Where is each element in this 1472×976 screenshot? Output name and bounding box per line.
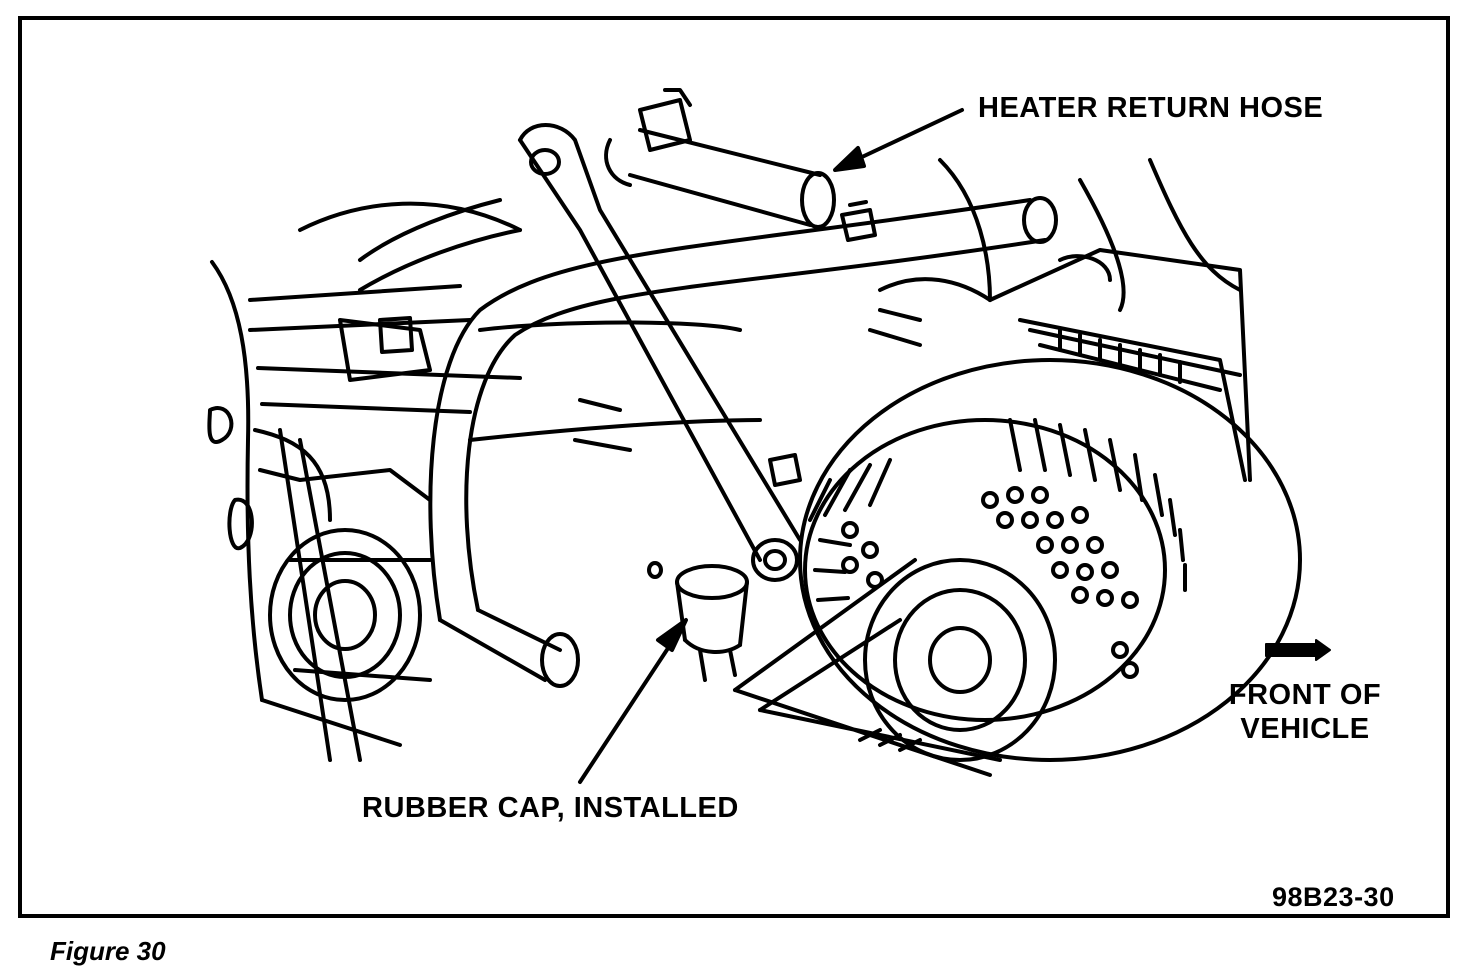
figure-frame <box>18 16 1450 918</box>
rubber-cap-label: RUBBER CAP, INSTALLED <box>362 792 739 824</box>
crank-pulley <box>268 528 432 702</box>
rubber-cap-arrowhead <box>656 618 688 652</box>
figure-caption: Figure 30 <box>50 936 166 966</box>
hose-bundle <box>338 198 762 452</box>
background-engine-details <box>868 158 1242 347</box>
heater-return-hose <box>604 88 836 229</box>
engine-block <box>207 201 522 762</box>
front-of-vehicle-line1: FRONT OF <box>1228 679 1382 711</box>
front-of-vehicle-line2: VEHICLE <box>1240 713 1370 745</box>
heater-return-hose-label: HEATER RETURN HOSE <box>978 92 1324 124</box>
center-bolt <box>768 200 877 487</box>
rubber-cap <box>647 561 749 682</box>
heater-hose-leader <box>843 108 964 167</box>
alternator-pulley <box>733 558 1057 777</box>
heater-hose-arrowhead <box>833 146 866 172</box>
rubber-cap-leader <box>578 628 682 784</box>
front-of-vehicle-label: FRONT OF VEHICLE <box>1200 678 1410 746</box>
figure-code: 98B23-30 <box>1272 882 1395 912</box>
support-bracket <box>518 123 802 582</box>
heater-tube <box>428 196 1058 688</box>
arrow-right-icon <box>1265 639 1331 661</box>
alternator <box>798 248 1302 762</box>
callout-arrows <box>578 108 964 784</box>
